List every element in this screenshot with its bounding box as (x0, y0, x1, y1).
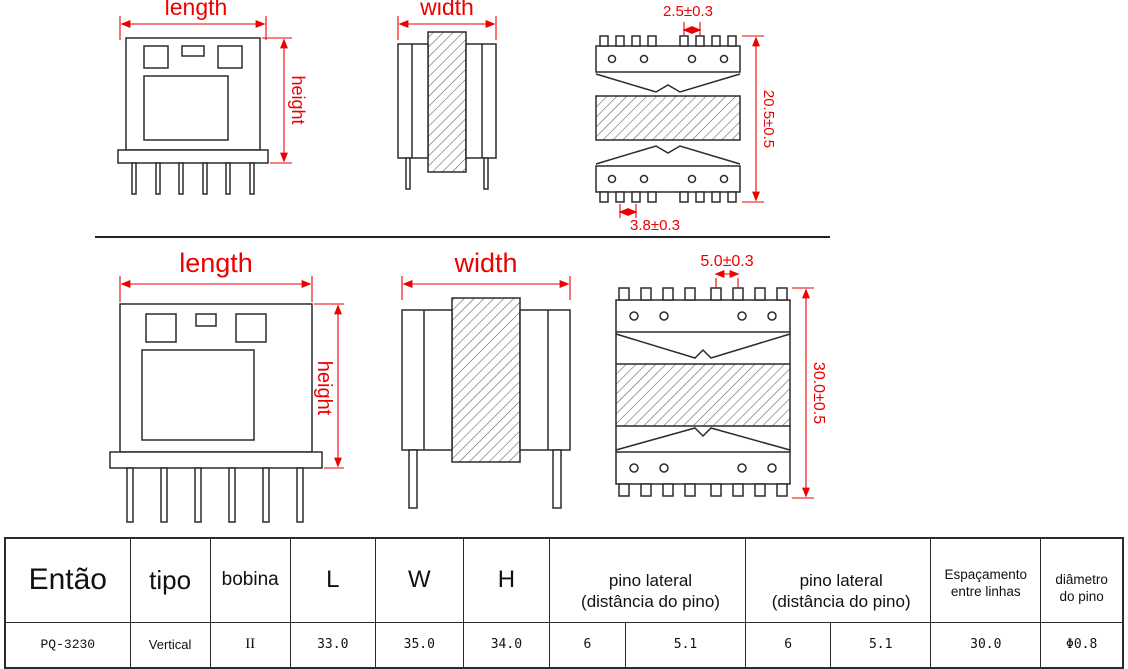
core-hatch-small (595, 95, 741, 141)
spec-table-header-row: Então tipo bobina L W H pino lateral (di… (4, 537, 1124, 623)
header-side-pin-1-line2: (distância do pino) (581, 592, 720, 612)
cell-side-pin-1-count: 6 (548, 621, 626, 669)
header-pin-diameter: diâmetro do pino (1040, 537, 1124, 623)
cell-pin-diameter: Φ0.8 (1040, 621, 1124, 669)
spec-table-data-row: PQ-3230 Vertical II 33.0 35.0 34.0 6 5.1… (4, 621, 1124, 669)
cell-row-spacing: 30.0 (930, 621, 1042, 669)
top-body-large (615, 287, 791, 497)
header-l-label: L (326, 566, 340, 594)
front-view-large: length height (109, 248, 344, 523)
front-pins-large (126, 467, 304, 523)
header-w-label: W (407, 566, 431, 594)
header-pin-diameter-line2: do pino (1059, 589, 1104, 605)
cell-side-pin-2-count: 6 (745, 621, 832, 669)
side-view-small: width (397, 0, 497, 190)
header-bobbin-label: bobina (221, 569, 279, 591)
header-side-pin-1-line1: pino lateral (608, 571, 693, 590)
header-side-pin-2-line2: (distância do pino) (771, 592, 911, 612)
front-view-small: length height (117, 0, 308, 195)
cell-side-pin-2-pitch: 5.1 (830, 621, 932, 669)
header-h-label: H (497, 566, 516, 594)
cell-h: 34.0 (462, 621, 550, 669)
transformer-dimension-drawing: length height width (95, 0, 830, 523)
header-side-pin-2: pino lateral (distância do pino) (745, 537, 932, 623)
length-label-large: length (179, 248, 253, 278)
header-side-pin-1: pino lateral (distância do pino) (548, 537, 747, 623)
body-height-label-large: 30.0±0.5 (810, 362, 827, 424)
cell-type: Vertical (129, 621, 211, 669)
header-h: H (462, 537, 550, 623)
cell-name: PQ-3230 (4, 621, 131, 669)
cell-bobbin: II (209, 621, 291, 669)
header-name: Então (4, 537, 131, 623)
top-view-small: 2.5±0.3 20.5±0.5 3.8±0.3 (595, 3, 777, 234)
width-label-large: width (453, 248, 517, 278)
winding-hatch-large (451, 297, 521, 463)
header-bobbin: bobina (209, 537, 291, 623)
winding-hatch-small (427, 31, 467, 173)
technical-drawings: length height width (95, 0, 830, 523)
body-height-label-small: 20.5±0.5 (760, 90, 777, 148)
cell-w: 35.0 (374, 621, 464, 669)
spec-table: Então tipo bobina L W H pino lateral (di… (4, 537, 1124, 669)
side-body-small (397, 31, 497, 190)
header-row-spacing-line2: entre linhas (950, 584, 1021, 600)
side-body-large (401, 297, 571, 509)
header-pin-diameter-line1: diâmetro (1055, 572, 1108, 588)
side-view-large: width (401, 248, 571, 509)
cell-l: 33.0 (289, 621, 376, 669)
header-type: tipo (129, 537, 211, 623)
header-row-spacing-line1: Espaçamento (944, 567, 1028, 583)
front-body-large (109, 303, 323, 523)
header-name-label: Então (28, 563, 107, 597)
pin-row-label-small: 3.8±0.3 (630, 217, 680, 234)
header-row-spacing: Espaçamento entre linhas (930, 537, 1042, 623)
top-view-large: 5.0±0.3 30.0±0.5 (615, 253, 827, 499)
cell-side-pin-1-pitch: 5.1 (624, 621, 747, 669)
height-label-small: height (288, 75, 308, 124)
pin-pitch-label-small: 2.5±0.3 (663, 3, 713, 20)
pin-pitch-label-large: 5.0±0.3 (700, 253, 753, 270)
length-label-small: length (165, 0, 228, 20)
top-body-small (595, 35, 741, 203)
header-l: L (289, 537, 376, 623)
width-label-small: width (419, 0, 474, 20)
header-side-pin-2-line1: pino lateral (799, 571, 883, 590)
front-body-small (117, 37, 269, 195)
header-w: W (374, 537, 464, 623)
height-label-large: height (313, 361, 335, 416)
core-hatch-large (615, 363, 791, 427)
header-type-label: tipo (149, 564, 192, 595)
front-pins-small (131, 162, 255, 195)
